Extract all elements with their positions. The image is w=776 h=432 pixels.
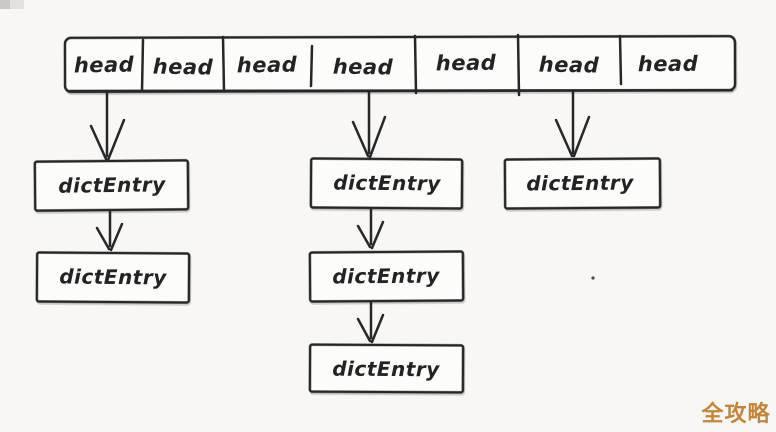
dictentry-box — [503, 157, 662, 210]
cell-divider — [309, 44, 314, 88]
bucket-arrows — [89, 90, 591, 162]
head-cell-label: head — [237, 53, 298, 78]
dictentry-label: dictEntry — [332, 357, 440, 382]
ink-dot — [591, 276, 595, 280]
dictentry-label: dictEntry — [526, 171, 634, 196]
cell-divider — [413, 34, 418, 95]
dictentry-box — [308, 343, 465, 394]
head-cell-label: head — [539, 52, 600, 77]
dictentry-box — [35, 251, 191, 304]
arrow-down-icon — [356, 207, 385, 250]
hash-array: head head head head head head head — [63, 33, 737, 97]
cell-divider — [618, 34, 623, 86]
dictentry-label: dictEntry — [59, 264, 167, 289]
head-cell-label: head — [153, 54, 214, 79]
dictentry-label: dictEntry — [332, 264, 440, 289]
cell-divider — [140, 38, 145, 93]
head-cell-label: head — [638, 52, 699, 77]
head-cell-label: head — [74, 52, 135, 77]
dictentry-label: dictEntry — [333, 171, 441, 196]
arrow-down-icon — [95, 210, 124, 252]
dictentry-box — [309, 157, 464, 210]
arrow-down-icon — [356, 300, 385, 344]
entry-column-right: dictEntry — [503, 157, 662, 210]
arrow-down-icon — [554, 90, 591, 158]
head-cell-label: head — [436, 51, 497, 76]
array-bottom-overdraw — [68, 88, 734, 93]
watermark: 全攻略 — [700, 401, 770, 427]
dictentry-label: dictEntry — [58, 172, 166, 198]
head-cell-label: head — [333, 55, 394, 80]
corner-artifact — [0, 0, 24, 9]
arrow-down-icon — [89, 90, 126, 162]
dictentry-box — [33, 159, 190, 212]
cell-divider — [516, 33, 521, 97]
dictentry-box — [308, 250, 465, 303]
entry-column-middle: dictEntry dictEntry dictEntry — [308, 157, 465, 394]
cell-divider — [221, 35, 226, 93]
entry-column-left: dictEntry dictEntry — [33, 159, 191, 304]
arrow-down-icon — [351, 90, 387, 159]
